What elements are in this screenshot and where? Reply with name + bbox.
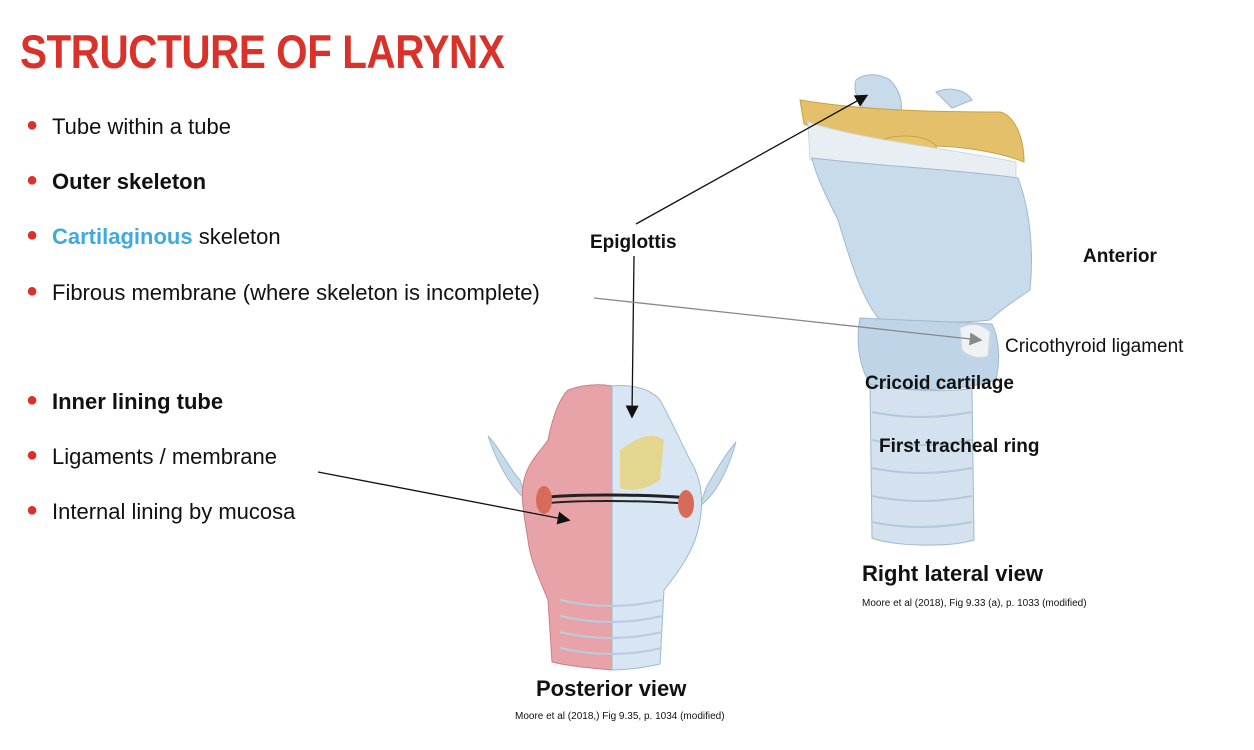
epiglottis-pointer-lateral (635, 94, 869, 225)
accent-word: Cartilaginous (52, 224, 193, 249)
slide-title: STRUCTURE OF LARYNX (20, 25, 505, 78)
bullet-text: Internal lining by mucosa (52, 499, 296, 524)
bullet-dot-icon: ● (26, 444, 39, 466)
lateral-view-illustration (799, 74, 1032, 546)
label-cricoid-cartilage: Cricoid cartilage (865, 373, 1014, 394)
bullet-text: Outer skeleton (52, 169, 207, 194)
posterior-view-illustration (487, 384, 737, 671)
citation-posterior: Moore et al (2018,) Fig 9.35, p. 1034 (m… (515, 711, 725, 722)
label-cricothyroid-ligament: Cricothyroid ligament (1005, 336, 1184, 357)
bullet-dot-icon: ● (26, 224, 39, 246)
bullet-dot-icon: ● (26, 169, 39, 191)
citation-lateral: Moore et al (2018), Fig 9.33 (a), p. 103… (862, 598, 1087, 609)
bullet-dot-icon: ● (26, 389, 39, 411)
label-anterior: Anterior (1083, 246, 1157, 267)
caption-posterior-view: Posterior view (536, 676, 687, 701)
bullet-text: Ligaments / membrane (52, 444, 277, 469)
caption-right-lateral-view: Right lateral view (862, 561, 1043, 586)
ligaments-pointer (317, 471, 571, 525)
bullet-dot-icon: ● (26, 114, 39, 136)
bullet-text: Tube within a tube (52, 114, 231, 139)
label-first-tracheal-ring: First tracheal ring (879, 436, 1040, 457)
bullet-dot-icon: ● (26, 499, 39, 521)
bullet-list: ● Tube within a tube ● Outer skeleton ● … (24, 0, 644, 560)
label-epiglottis: Epiglottis (590, 232, 677, 253)
bullet-text: Cartilaginous skeleton (52, 224, 281, 250)
bullet-text: Inner lining tube (52, 389, 224, 414)
epiglottis-pointer-posterior (625, 255, 639, 419)
bullet-text-rest: skeleton (192, 224, 281, 249)
fibrous-membrane-pointer (593, 297, 983, 346)
bullet-dot-icon: ● (26, 280, 39, 302)
bullet-text: Fibrous membrane (where skeleton is inco… (52, 280, 540, 305)
